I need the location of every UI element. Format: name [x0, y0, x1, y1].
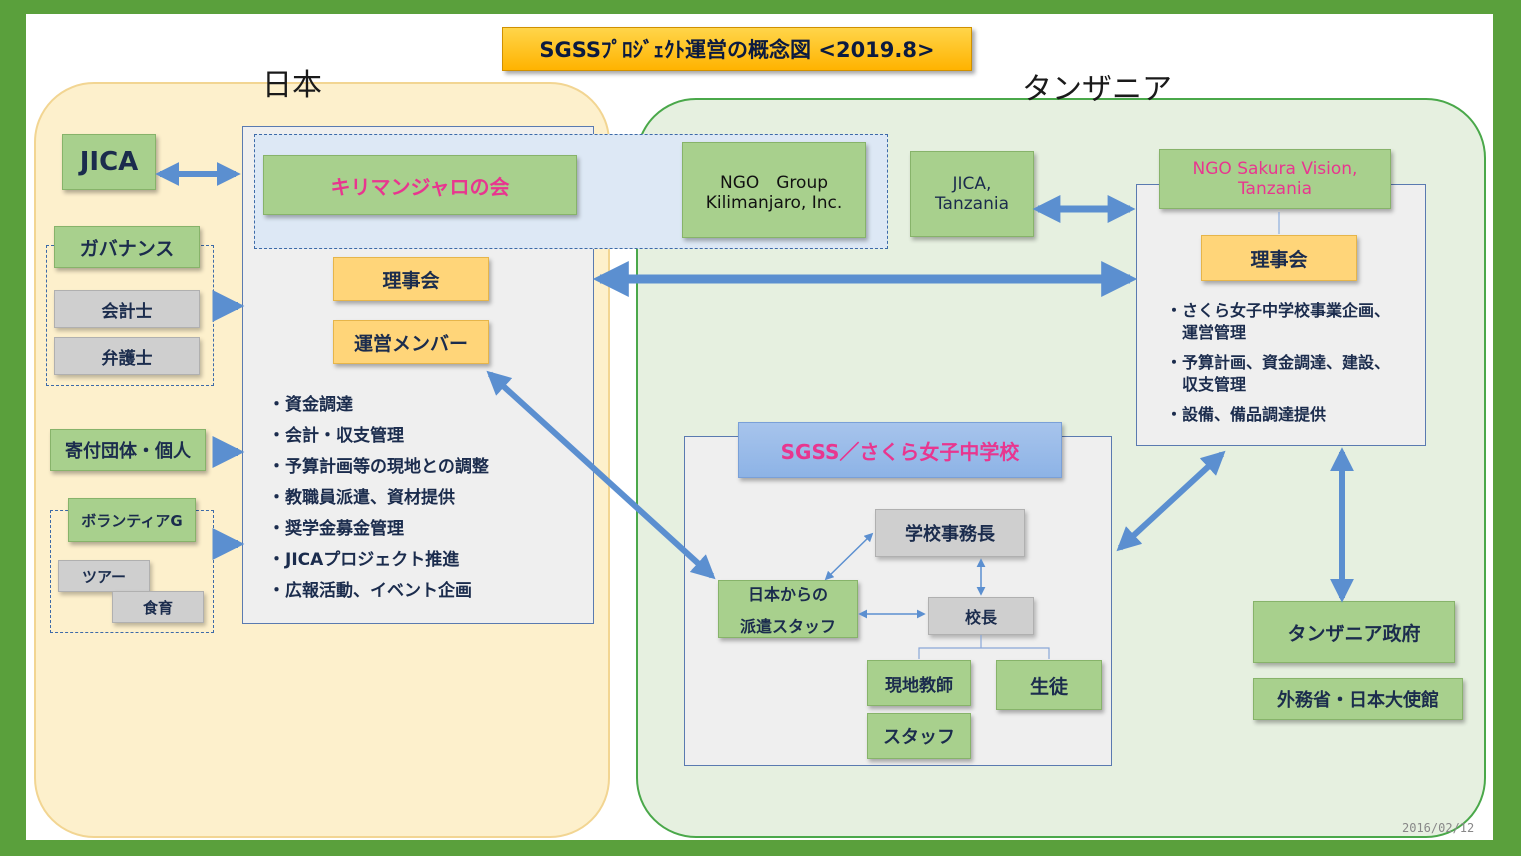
jica-tanzania-box: JICA, Tanzania [910, 151, 1034, 237]
school-staff-box: スタッフ [867, 713, 971, 759]
ngo-sakura-vision-box: NGO Sakura Vision, Tanzania [1159, 149, 1391, 209]
tanzania-duty-item: 運営管理 [1166, 323, 1247, 342]
students-box: 生徒 [996, 660, 1102, 710]
japan-duty-item: ・教職員派遣、資材提供 [268, 488, 455, 508]
date-stamp: 2016/02/12 [1402, 821, 1475, 835]
accountant-box: 会計士 [54, 290, 200, 328]
tanzania-board-box: 理事会 [1201, 235, 1357, 281]
japan-duties-list: ・資金調達 ・会計・収支管理 ・予算計画等の現地との調整 ・教職員派遣、資材提供… [268, 390, 588, 607]
kilimanjaro-society-box: キリマンジャロの会 [263, 155, 577, 215]
school-secretary-box: 学校事務長 [875, 509, 1025, 557]
japan-duty-item: ・JICAプロジェクト推進 [268, 550, 460, 570]
japan-duty-item: ・広報活動、イベント企画 [268, 581, 472, 601]
slide-canvas: 日本 タンザニア SGSSﾌﾟﾛｼﾞｪｸﾄ運営の概念図 <2019.8> JIC… [26, 14, 1493, 840]
tanzania-org-panel [1136, 184, 1426, 446]
arrow-ngo-school [1116, 450, 1226, 552]
governance-box: ガバナンス [54, 226, 200, 268]
connector-principal-staff [918, 647, 1050, 659]
arrow-dispatched-secretary [824, 532, 874, 581]
japan-duty-item: ・奨学金募金管理 [268, 519, 404, 539]
tanzania-label: タンザニア [1022, 72, 1172, 107]
arrow-members-dispatched [486, 370, 716, 580]
tanzania-duty-item: ・設備、備品調達提供 [1166, 405, 1327, 424]
arrows-layer [155, 162, 1354, 659]
dispatched-line1: 日本からの [747, 585, 828, 604]
tanzania-duty-item: ・予算計画、資金調達、建設、 [1166, 353, 1391, 372]
dispatched-staff-box: 日本からの 派遣スタッフ [718, 580, 858, 638]
principal-box: 校長 [928, 597, 1034, 635]
japan-duty-item: ・会計・収支管理 [268, 426, 404, 446]
tanzania-duty-item: ・さくら女子中学校事業企画、 [1166, 301, 1391, 320]
tanzania-duties-list: ・さくら女子中学校事業企画、 運営管理 ・予算計画、資金調達、建設、 収支管理 … [1166, 300, 1426, 426]
japan-members-box: 運営メンバー [333, 320, 489, 364]
ngo-group-line1: NGO Group [719, 172, 829, 193]
volunteer-box: ボランティアG [68, 498, 196, 542]
japan-board-box: 理事会 [333, 257, 489, 301]
donors-box: 寄付団体・個人 [50, 429, 206, 471]
jica-japan-box: JICA [62, 134, 156, 190]
tanzania-duty-item: 収支管理 [1166, 375, 1247, 394]
japan-duty-item: ・予算計画等の現地との調整 [268, 457, 489, 477]
food-education-box: 食育 [112, 591, 204, 623]
japan-label: 日本 [262, 68, 322, 103]
japan-duty-item: ・資金調達 [268, 395, 353, 415]
jica-tanzania-line1: JICA, [952, 174, 992, 194]
embassy-box: 外務省・日本大使館 [1253, 678, 1463, 720]
school-title-box: SGSS／さくら女子中学校 [738, 422, 1062, 478]
ngo-group-line2: Kilimanjaro, Inc. [705, 192, 843, 213]
ngo-group-kilimanjaro-box: NGO Group Kilimanjaro, Inc. [682, 142, 866, 238]
page-title: SGSSﾌﾟﾛｼﾞｪｸﾄ運営の概念図 <2019.8> [502, 27, 972, 71]
lawyer-box: 弁護士 [54, 337, 200, 375]
local-teachers-box: 現地教師 [867, 660, 971, 706]
tanzania-government-box: タンザニア政府 [1253, 601, 1455, 663]
jica-tanzania-line2: Tanzania [934, 194, 1010, 214]
ngo-sakura-line1: NGO Sakura Vision, [1192, 159, 1358, 179]
dispatched-line2: 派遣スタッフ [739, 617, 836, 636]
tour-box: ツアー [58, 560, 150, 592]
ngo-sakura-line2: Tanzania [1237, 179, 1313, 199]
